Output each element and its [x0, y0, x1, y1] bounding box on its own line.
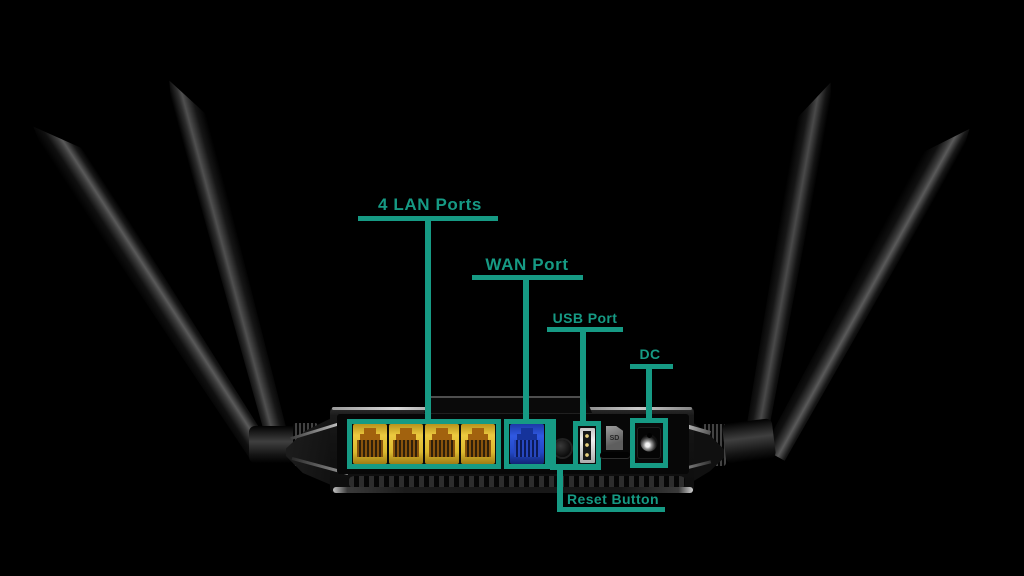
sd-card-slot: [600, 452, 630, 459]
reset-button-label: Reset Button: [567, 491, 659, 507]
rj45-connector-icon: [357, 428, 383, 459]
reset-highlight-bracket-left: [550, 419, 556, 470]
usb-contacts-icon: [582, 431, 591, 460]
usb-port-label: USB Port: [552, 310, 618, 326]
wan-port-label: WAN Port: [485, 255, 569, 274]
lan-port: [461, 424, 495, 464]
rj45-connector-icon: [429, 428, 455, 459]
dc-label: DC: [639, 346, 661, 362]
lan-ports-highlight-box: [347, 419, 501, 469]
wan-port: [510, 424, 544, 464]
lan-callout-line: [425, 219, 431, 421]
rj45-connector-icon: [465, 428, 491, 459]
wan-port-highlight-box: [504, 419, 550, 469]
usb-port-highlight-box: [573, 421, 601, 470]
usb-port: [579, 428, 595, 463]
lan-ports-label: 4 LAN Ports: [378, 195, 482, 214]
wan-callout-underline: [472, 275, 583, 280]
reset-callout-line: [557, 468, 563, 512]
bottom-rail: [333, 487, 693, 493]
antenna-hinge-right: [721, 418, 777, 464]
lan-port: [389, 424, 423, 464]
sd-card-label: SD: [609, 434, 620, 442]
wan-callout-line: [523, 278, 529, 421]
dc-barrel-icon: [640, 434, 658, 452]
body-top-ridge: [424, 396, 592, 413]
lan-port: [353, 424, 387, 464]
dc-pin-icon: [647, 433, 652, 438]
usb-callout-line: [580, 330, 586, 423]
dc-jack-highlight-box: [630, 418, 668, 468]
sd-card-icon: SD: [606, 426, 623, 450]
dc-power-jack: [637, 427, 661, 459]
reset-callout-underline: [557, 507, 665, 512]
rj45-connector-icon: [514, 428, 540, 459]
rj45-connector-icon: [393, 428, 419, 459]
vent-grille: [349, 476, 685, 488]
reset-highlight-bracket-bottom: [550, 464, 601, 470]
usb-callout-underline: [547, 327, 623, 332]
lan-port: [425, 424, 459, 464]
dc-callout-underline: [630, 364, 673, 369]
lan-callout-underline: [358, 216, 498, 221]
reset-button: [554, 440, 571, 457]
dc-callout-line: [646, 367, 652, 419]
